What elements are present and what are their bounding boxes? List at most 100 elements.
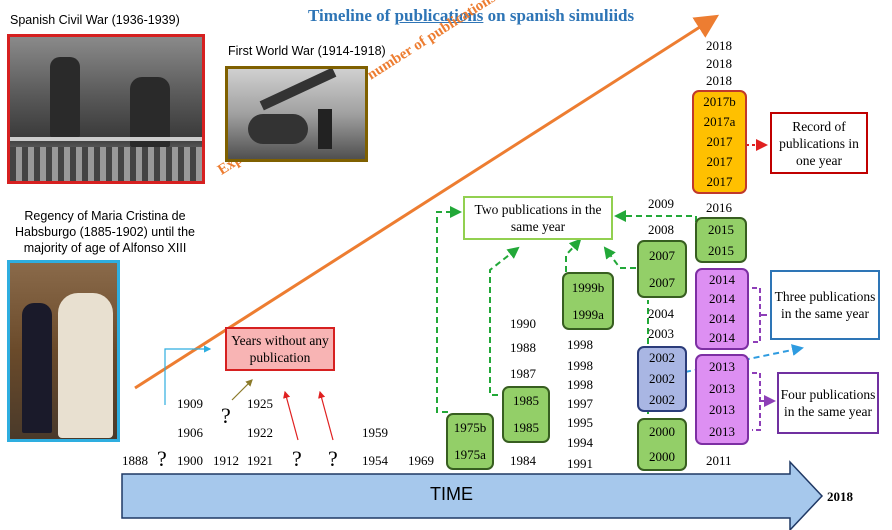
civil-war-photo — [7, 34, 205, 184]
stack-2014-item: 2014 — [709, 330, 735, 346]
stack-1975-item: 1975a — [454, 446, 486, 462]
end-year-label: 2018 — [827, 489, 853, 504]
four-publications-note: Four publications in the same year — [777, 372, 879, 434]
year-1984: 1984 — [510, 453, 536, 468]
bracket-2014 — [752, 287, 761, 343]
year-2018-b: 2018 — [706, 56, 732, 71]
year-1925: 1925 — [247, 396, 273, 411]
year-1998-b: 1998 — [567, 358, 593, 373]
stack-2015: 2015 2015 — [695, 217, 747, 263]
year-2018-a: 2018 — [706, 38, 732, 53]
year-1987: 1987 — [510, 366, 536, 381]
stack-1975: 1975b 1975a — [446, 413, 494, 470]
two-publications-note: Two publications in the same year — [463, 196, 613, 240]
stack-2015-item: 2015 — [708, 242, 734, 258]
question-mark-1910s: ? — [221, 403, 231, 428]
question-mark-1888: ? — [157, 446, 167, 471]
stack-2002-item: 2002 — [649, 391, 675, 407]
question-mark-1930s: ? — [292, 446, 302, 471]
year-1906: 1906 — [177, 425, 203, 440]
year-1922: 1922 — [247, 425, 273, 440]
stack-2000-item: 2000 — [649, 424, 675, 440]
stack-2014-item: 2014 — [709, 271, 735, 287]
stack-2013-item: 2013 — [709, 380, 735, 396]
year-2016: 2016 — [706, 200, 732, 215]
year-1969: 1969 — [408, 453, 434, 468]
stack-2013-item: 2013 — [709, 358, 735, 374]
year-1888: 1888 — [122, 453, 148, 468]
record-note: Record of publications in one year — [770, 112, 868, 174]
stack-2002-item: 2002 — [649, 350, 675, 366]
stack-2007: 2007 2007 — [637, 240, 687, 298]
regency-caption: Regency of Maria Cristina de Habsburgo (… — [15, 209, 195, 255]
stack-1985-item: 1985 — [513, 393, 539, 409]
stack-2017-item: 2017b — [703, 94, 736, 109]
time-arrow-shape — [121, 460, 824, 530]
year-2011: 2011 — [706, 453, 732, 468]
year-1954: 1954 — [362, 453, 388, 468]
year-1995: 1995 — [567, 415, 593, 430]
civil-war-caption: Spanish Civil War (1936-1939) — [10, 13, 180, 27]
year-1921: 1921 — [247, 453, 273, 468]
stack-2002-item: 2002 — [649, 370, 675, 386]
exponential-arrow — [134, 14, 720, 390]
three-publications-note: Three publications in the same year — [770, 270, 880, 340]
stack-1999-item: 1999a — [572, 306, 604, 322]
stack-2014-item: 2014 — [709, 310, 735, 326]
stack-2014: 2014 2014 2014 2014 — [695, 268, 749, 350]
title-underlined: publications — [394, 6, 484, 25]
stack-1975-item: 1975b — [453, 420, 487, 436]
title-part-2: on spanish simuliids — [483, 6, 635, 25]
stack-1999: 1999b 1999a — [562, 272, 614, 330]
stack-2000-item: 2000 — [649, 448, 675, 464]
wwi-photo — [225, 66, 368, 162]
arrow-1975-to-two — [436, 206, 462, 413]
title-part-1: Timeline of — [308, 6, 395, 25]
year-1997: 1997 — [567, 396, 593, 411]
year-1998-c: 1998 — [567, 377, 593, 392]
year-1998-a: 1998 — [567, 337, 593, 352]
arrow-q2-to-box — [318, 390, 334, 441]
stack-2002: 2002 2002 2002 — [637, 346, 687, 412]
year-1994: 1994 — [567, 435, 593, 450]
stack-2007-item: 2007 — [649, 247, 675, 263]
arrow-1999-to-two — [565, 238, 582, 272]
year-1912: 1912 — [213, 453, 239, 468]
year-2018-c: 2018 — [706, 73, 732, 88]
year-1909: 1909 — [177, 396, 203, 411]
no-publication-note: Years without any publication — [225, 327, 335, 371]
stack-2013: 2013 2013 2013 2013 — [695, 354, 749, 445]
year-2009: 2009 — [648, 196, 674, 211]
stack-2017-item: 2017 — [706, 154, 733, 169]
year-1990: 1990 — [510, 316, 536, 331]
arrow-1985-to-two — [489, 246, 520, 396]
stack-1985: 1985 1985 — [502, 386, 550, 443]
regency-photo — [7, 260, 120, 442]
stack-2017-item: 2017 — [706, 174, 733, 189]
arrow-2007-to-two — [603, 246, 636, 269]
wwi-caption: First World War (1914-1918) — [228, 44, 386, 58]
time-label: TIME — [430, 484, 473, 504]
diagram-title: Timeline of publications on spanish simu… — [308, 6, 634, 26]
year-2008: 2008 — [648, 222, 674, 237]
year-1959: 1959 — [362, 425, 388, 440]
year-1988: 1988 — [510, 340, 536, 355]
question-mark-1940s: ? — [328, 446, 338, 471]
stack-1985-item: 1985 — [513, 419, 539, 435]
stack-2017-item: 2017a — [703, 114, 736, 129]
stack-2000: 2000 2000 — [637, 418, 687, 471]
stack-2017-item: 2017 — [706, 134, 733, 149]
arrow-to-no-pub-box — [164, 345, 212, 405]
bracket-2013 — [752, 372, 761, 431]
year-2004: 2004 — [648, 306, 674, 321]
stack-2015-item: 2015 — [708, 221, 734, 237]
stack-2013-item: 2013 — [709, 402, 735, 418]
stack-2007-item: 2007 — [649, 274, 675, 290]
stack-2013-item: 2013 — [709, 424, 735, 440]
year-1991: 1991 — [567, 456, 593, 471]
arrow-q1-to-box — [283, 390, 299, 441]
stack-2017: 2017b 2017a 2017 2017 2017 — [692, 90, 747, 194]
year-2003: 2003 — [648, 326, 674, 341]
stack-1999-item: 1999b — [571, 279, 605, 295]
